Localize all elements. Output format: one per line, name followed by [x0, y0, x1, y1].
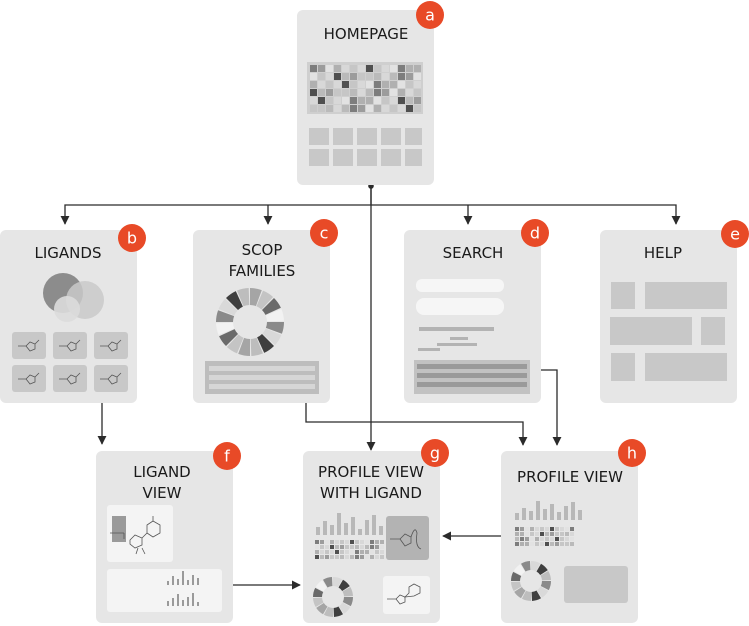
badge-label: e — [730, 225, 740, 244]
badge-label: a — [425, 6, 435, 25]
badge-label: d — [530, 224, 540, 243]
ligand-structure-thumbnail — [107, 505, 173, 562]
edge-a-e — [371, 204, 681, 225]
table-thumbnail — [205, 361, 319, 394]
badge — [213, 442, 241, 470]
node-title: HELP — [644, 244, 682, 262]
ligand-structure-thumbnail — [383, 576, 430, 614]
node-title: SEARCH — [443, 244, 504, 262]
node-profile-view-with-ligand: PROFILE VIEW WITH LIGAND g — [303, 439, 449, 623]
node-title: HOMEPAGE — [324, 25, 409, 43]
badge-label: h — [627, 444, 637, 463]
node-title: PROFILE VIEW — [318, 463, 424, 481]
node-ligand-view: LIGAND VIEW f — [96, 442, 241, 623]
node-title: PROFILE VIEW — [517, 468, 623, 486]
node-title: SCOP — [242, 241, 283, 259]
badge — [416, 1, 444, 29]
search-form-thumbnail — [416, 279, 504, 351]
edge-a-b — [60, 186, 372, 225]
ring-thumbnail — [313, 577, 353, 617]
badge-label: b — [127, 229, 137, 248]
badge — [721, 220, 749, 248]
help-layout-thumbnail — [610, 282, 727, 381]
node-title: LIGAND — [133, 463, 190, 481]
badge-label: g — [430, 444, 440, 463]
badge — [521, 219, 549, 247]
profile-thumbnail — [515, 501, 582, 546]
node-title: VIEW — [143, 484, 182, 502]
molecule-grid-thumbnail — [12, 332, 128, 392]
node-homepage: HOMEPAGE a — [297, 1, 444, 185]
badge — [618, 439, 646, 467]
node-help: HELP e — [600, 220, 749, 403]
node-scop-families: SCOP FAMILIES c — [193, 219, 338, 403]
edge-c-g — [305, 394, 528, 446]
results-table-thumbnail — [414, 360, 530, 394]
node-ligands: LIGANDS b — [0, 224, 146, 403]
node-search: SEARCH d — [404, 219, 549, 403]
badge-label: f — [224, 447, 230, 466]
badge-label: c — [320, 224, 329, 243]
node-profile-view: PROFILE VIEW h — [501, 439, 646, 623]
badge — [310, 219, 338, 247]
profile-thumbnail — [315, 513, 384, 559]
badge — [421, 439, 449, 467]
heatmap-thumbnail — [307, 62, 423, 114]
badge — [118, 224, 146, 252]
placeholder-block — [564, 566, 628, 603]
venn-thumbnail — [43, 273, 104, 322]
node-title: WITH LIGAND — [320, 484, 422, 502]
chart-thumbnail — [107, 569, 222, 612]
node-title: FAMILIES — [229, 262, 296, 280]
ligand-card-thumbnail — [386, 516, 429, 560]
node-title: LIGANDS — [35, 244, 102, 262]
ring-thumbnail — [215, 287, 285, 356]
ring-thumbnail — [511, 561, 551, 601]
tile-grid-thumbnail — [309, 128, 422, 166]
